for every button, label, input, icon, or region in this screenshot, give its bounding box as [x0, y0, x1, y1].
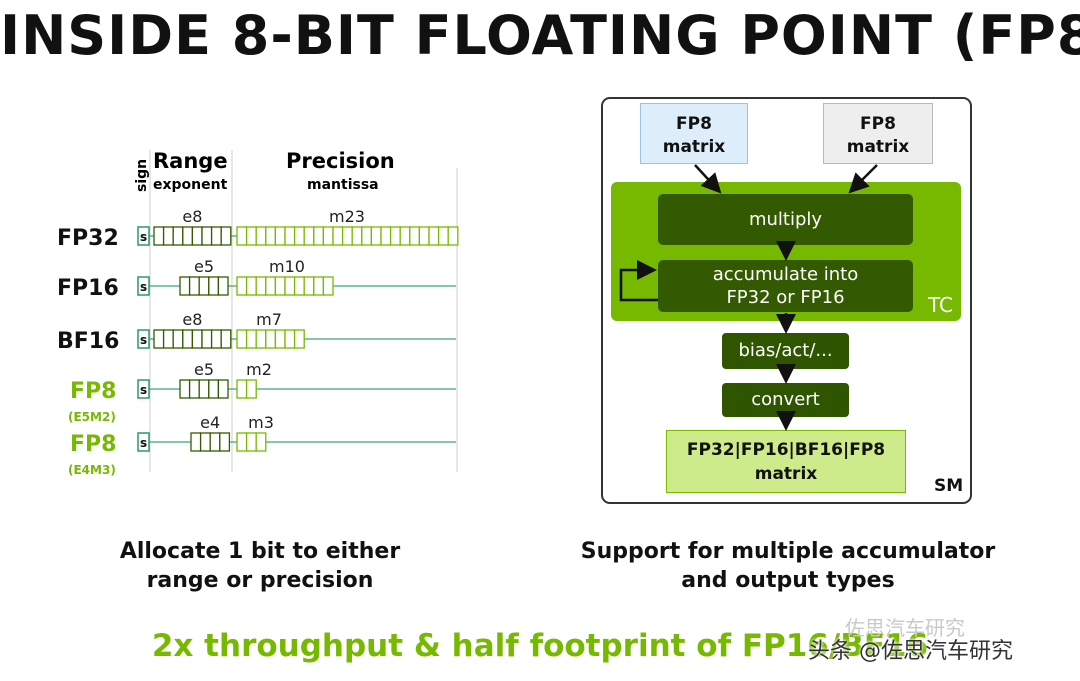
format-name: FP8 — [70, 432, 116, 457]
output-matrix: FP32|FP16|BF16|FP8 matrix — [666, 430, 906, 493]
sign-bit-box — [137, 379, 150, 399]
mantissa-label: m7 — [256, 310, 282, 329]
format-subname: (E4M3) — [68, 463, 116, 477]
input-a-line-2: matrix — [662, 137, 726, 157]
exponent-label: e4 — [200, 413, 220, 432]
left-caption: Allocate 1 bit to either range or precis… — [80, 537, 440, 595]
arrow-input-a — [694, 164, 722, 194]
sign-header: sign — [134, 159, 150, 192]
left-caption-line-2: range or precision — [146, 568, 374, 593]
sign-bit-box — [137, 276, 150, 296]
format-name: BF16 — [57, 329, 119, 354]
watermark-faded: 佐思汽车研究 — [845, 616, 965, 640]
accumulate-line-1: accumulate into — [712, 264, 859, 285]
range-header: Range — [153, 149, 228, 173]
input-b-line-1: FP8 — [860, 114, 896, 134]
input-b-line-2: matrix — [846, 137, 910, 157]
right-caption: Support for multiple accumulator and out… — [560, 537, 1016, 595]
mantissa-label: m23 — [329, 207, 365, 226]
arrow-input-b — [848, 164, 878, 194]
accumulate-block: accumulate into FP32 or FP16 — [658, 260, 913, 312]
mantissa-label: m3 — [248, 413, 274, 432]
multiply-block: multiply — [658, 194, 913, 245]
exponent-label: e5 — [194, 257, 214, 276]
accumulate-line-2: FP32 or FP16 — [726, 287, 845, 308]
range-subheader: exponent — [153, 177, 228, 193]
output-line-2: matrix — [754, 464, 818, 484]
bottom-headline: 2x throughput & half footprint of FP16/B… — [151, 628, 929, 664]
mantissa-label: m10 — [269, 257, 305, 276]
exponent-bit — [220, 226, 232, 246]
right-caption-line-1: Support for multiple accumulator — [580, 539, 996, 564]
input-a-line-1: FP8 — [676, 114, 712, 134]
sign-bit-box — [137, 226, 150, 246]
exponent-bit — [219, 432, 231, 452]
sign-bit-box — [137, 329, 150, 349]
bias-act-block: bias/act/... — [722, 333, 849, 369]
convert-block: convert — [722, 383, 849, 417]
watermark: 头条 @佐思汽车研究 — [808, 639, 1013, 664]
sign-bit-label: s — [140, 230, 147, 244]
exponent-label: e8 — [182, 207, 202, 226]
arrow-accumulate-loop — [619, 260, 658, 302]
sign-bit-label: s — [140, 333, 147, 347]
fp8-matrix-input-b: FP8 matrix — [823, 103, 933, 164]
sign-bit-label: s — [140, 280, 147, 294]
format-subname: (E5M2) — [68, 410, 116, 424]
precision-header: Precision — [286, 149, 395, 173]
sm-label: SM — [934, 476, 964, 496]
mantissa-bit — [447, 226, 459, 246]
exponent-label: e5 — [194, 360, 214, 379]
fp8-matrix-input-a: FP8 matrix — [640, 103, 748, 164]
mantissa-bit — [293, 329, 305, 349]
mantissa-bit — [245, 379, 257, 399]
exponent-bit — [217, 276, 229, 296]
format-name: FP8 — [70, 379, 116, 404]
sign-bit-box — [137, 432, 150, 452]
sign-bit-label: s — [140, 383, 147, 397]
exponent-bit — [220, 329, 232, 349]
right-caption-line-2: and output types — [681, 568, 895, 593]
mantissa-label: m2 — [246, 360, 272, 379]
precision-subheader: mantissa — [307, 177, 379, 193]
mantissa-bit — [255, 432, 267, 452]
output-line-1: FP32|FP16|BF16|FP8 — [686, 440, 886, 460]
exponent-bit — [217, 379, 229, 399]
left-caption-line-1: Allocate 1 bit to either — [119, 539, 401, 564]
mantissa-bit — [322, 276, 334, 296]
page-title: INSIDE 8-BIT FLOATING POINT (FP8) — [0, 4, 1080, 67]
exponent-label: e8 — [182, 310, 202, 329]
format-name: FP16 — [57, 276, 119, 301]
tc-label: TC — [928, 293, 954, 317]
format-name: FP32 — [57, 226, 119, 251]
sign-bit-label: s — [140, 436, 147, 450]
